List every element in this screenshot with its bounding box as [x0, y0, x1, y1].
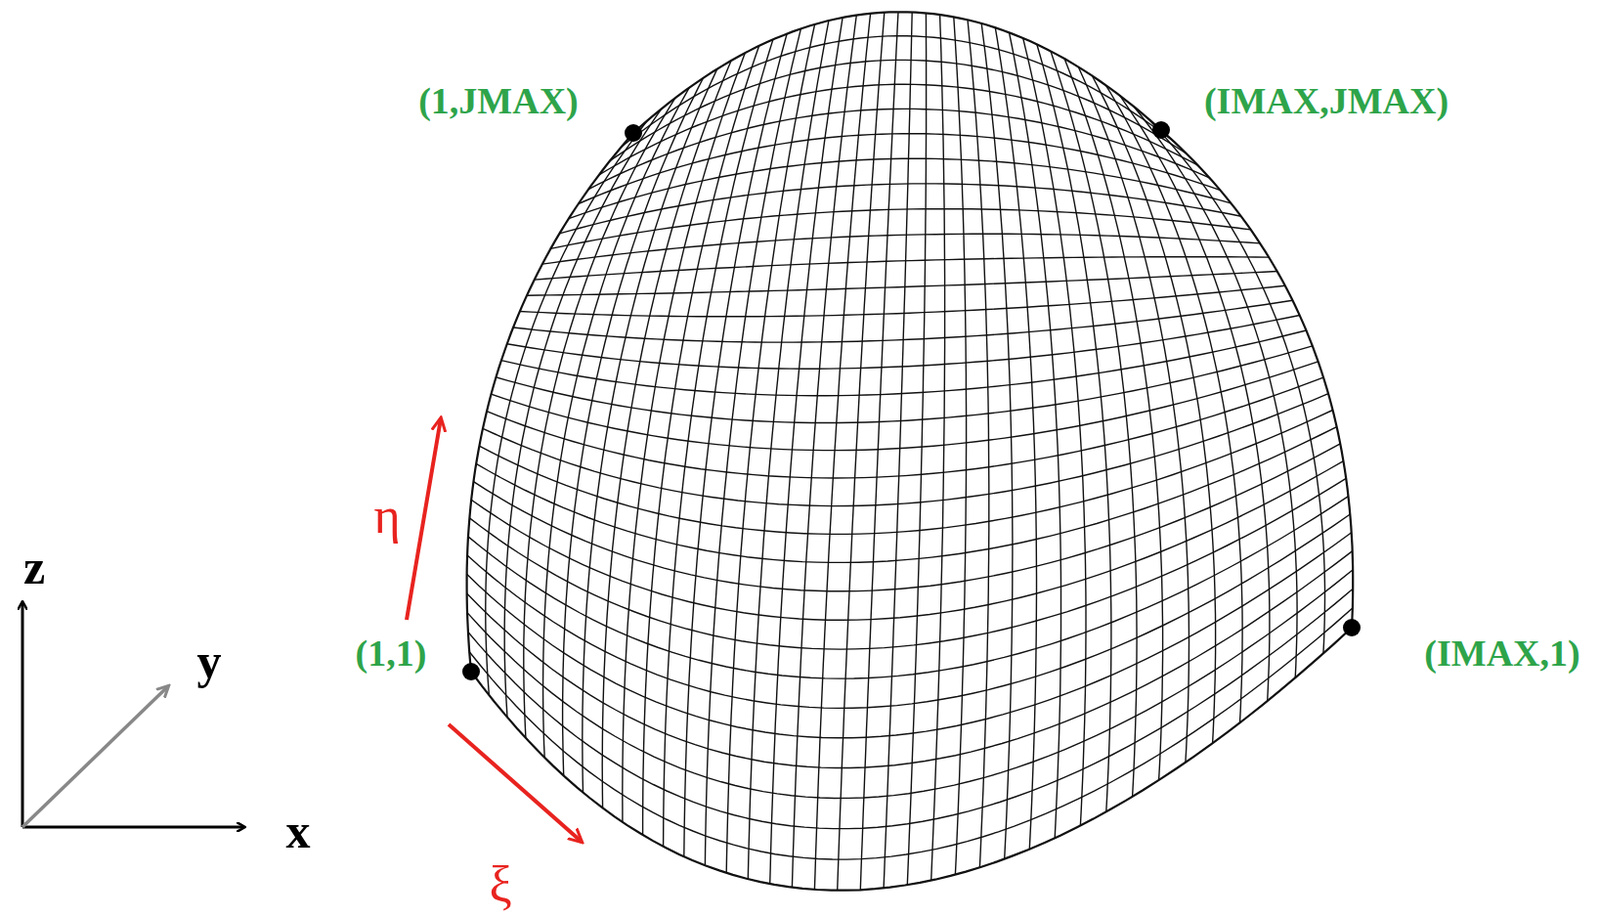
grid-line: [1009, 32, 1062, 838]
grid-line: [1050, 50, 1137, 797]
grid-line: [578, 133, 1221, 205]
grid-line: [1147, 118, 1326, 654]
axis-symbol: ξ: [488, 859, 512, 910]
grid-line: [482, 393, 1329, 507]
grid-line: [621, 36, 1174, 147]
grid-line: [588, 108, 1210, 189]
corner-index: (1,1): [355, 634, 428, 672]
xi-arrow: [448, 724, 582, 842]
grid-line: [907, 12, 926, 885]
grid-line: [1023, 38, 1086, 826]
grid-line: [467, 551, 1353, 769]
eta-arrow: [406, 418, 441, 620]
grid-line: [467, 514, 1350, 708]
grid-line: [1133, 106, 1298, 679]
axis-name: y: [197, 636, 222, 686]
corner-dot: [462, 662, 480, 681]
grid-line: [953, 16, 967, 874]
grid-line: [526, 271, 1278, 297]
grid-line: [485, 120, 649, 695]
corner-dot: [1152, 121, 1170, 139]
corner-index: (IMAX,JMAX): [1204, 82, 1449, 120]
grid-line: [467, 532, 1352, 738]
grid-line: [860, 11, 899, 890]
y-axis: [22, 686, 169, 827]
x-axis: [22, 825, 245, 829]
grid-line: [534, 257, 1269, 280]
grid-line: [542, 233, 1260, 264]
surface-grid: [467, 11, 1354, 891]
grid-line: [491, 361, 1319, 451]
axis-name: z: [23, 542, 45, 592]
grid-line: [643, 45, 760, 835]
grid-line: [633, 11, 1162, 133]
corner-dot: [624, 124, 643, 142]
grid-line: [478, 410, 1333, 535]
grid-line: [609, 59, 1187, 161]
corner-index: (1,JMAX): [418, 82, 579, 120]
grid-line: [883, 12, 912, 889]
corner-dot: [1342, 618, 1361, 637]
grid-line: [523, 97, 676, 738]
axis-symbol: η: [373, 490, 400, 542]
grid-line: [967, 19, 990, 867]
grid-line: [622, 52, 746, 822]
grid-line: [791, 15, 857, 888]
grid-line: [474, 443, 1341, 592]
grid-line: [1037, 43, 1112, 812]
grid-line: [504, 109, 661, 718]
grid-line: [519, 285, 1286, 317]
grid-line: [475, 427, 1337, 563]
z-axis: [21, 602, 25, 827]
grid-line: [663, 39, 774, 846]
grid-line: [550, 209, 1251, 250]
grid-line: [981, 23, 1013, 860]
grid-line: [568, 158, 1232, 218]
grid-line: [469, 477, 1346, 649]
grid-line: [471, 461, 1343, 621]
grid-line: [599, 84, 1199, 175]
grid-line: [507, 315, 1300, 370]
grid-line: [559, 183, 1241, 234]
grid-line: [513, 300, 1293, 343]
grid-line: [931, 14, 946, 881]
corner-index: (IMAX,1): [1424, 634, 1580, 672]
grid-line: [582, 69, 718, 793]
axis-name: x: [286, 806, 311, 856]
